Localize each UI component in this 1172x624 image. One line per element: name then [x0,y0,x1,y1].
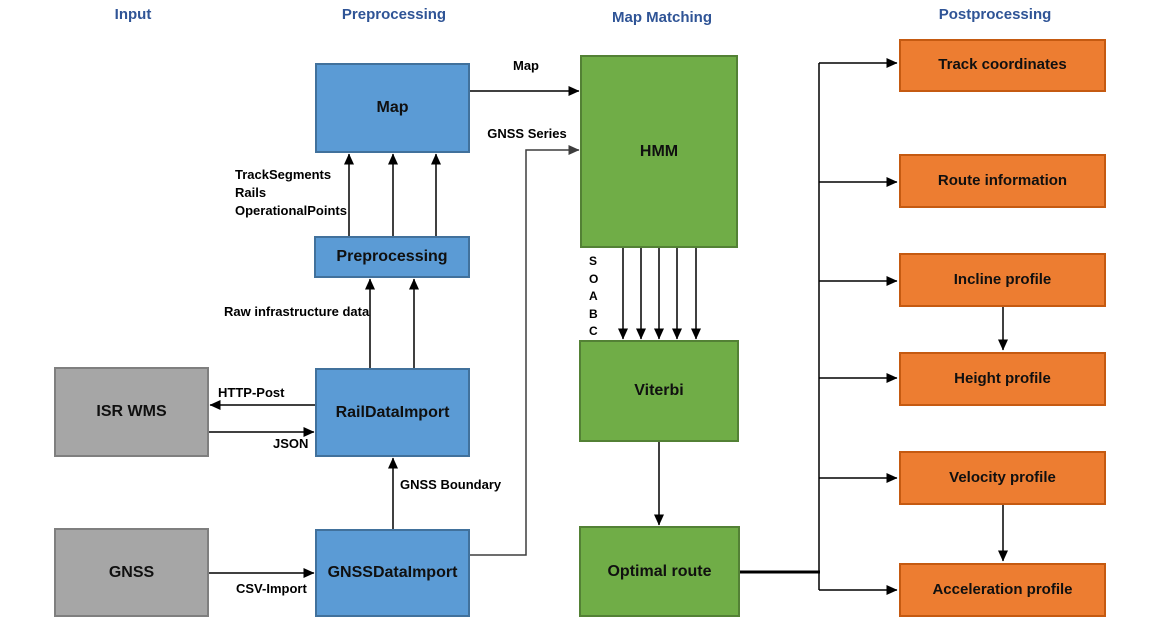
edge-label-gnss-boundary: GNSS Boundary [400,477,502,492]
node-velocity-profile: Velocity profile [899,451,1106,505]
edge-label-http-post: HTTP-Post [218,385,285,400]
node-rail-data-import: RailDataImport [315,368,470,457]
column-header-postprocessing: Postprocessing [938,6,1052,23]
column-header-input: Input [114,6,152,23]
edge-label-gnss-series: GNSS Series [487,126,567,141]
node-height-profile: Height profile [899,352,1106,406]
edge-label-tracksegments: TrackSegments [235,167,332,182]
edge-label-raw-infrastructure-data: Raw infrastructure data [224,304,370,319]
edge-label-b: B [589,306,598,321]
column-header-preprocessing: Preprocessing [341,6,447,23]
node-viterbi: Viterbi [579,340,739,442]
edge-label-rails: Rails [235,185,267,200]
node-track-coordinates: Track coordinates [899,39,1106,92]
edge-label-o: O [589,271,599,286]
edge-label-c: C [589,324,598,338]
node-acceleration-profile: Acceleration profile [899,563,1106,617]
node-map: Map [315,63,470,153]
edge-label-preprocessing-outputs: TrackSegments Rails OperationalPoints [235,166,347,220]
edge-label-csv-import: CSV-Import [236,581,307,596]
edge-label-s: S [589,254,598,268]
node-incline-profile: Incline profile [899,253,1106,307]
edge-label-a: A [589,289,598,303]
node-route-information: Route information [899,154,1106,208]
node-gnss-data-import: GNSSDataImport [315,529,470,617]
node-gnss: GNSS [54,528,209,617]
edge-label-json: JSON [273,436,309,451]
edge-label-hmm-outputs: S O A B C [589,253,598,341]
node-isr-wms: ISR WMS [54,367,209,457]
column-header-map-matching: Map Matching [612,9,712,26]
edge-label-operationalpoints: OperationalPoints [235,203,347,218]
edge-label-map: Map [513,58,539,73]
node-hmm: HMM [580,55,738,248]
node-optimal-route: Optimal route [579,526,740,617]
node-preprocessing: Preprocessing [314,236,470,278]
